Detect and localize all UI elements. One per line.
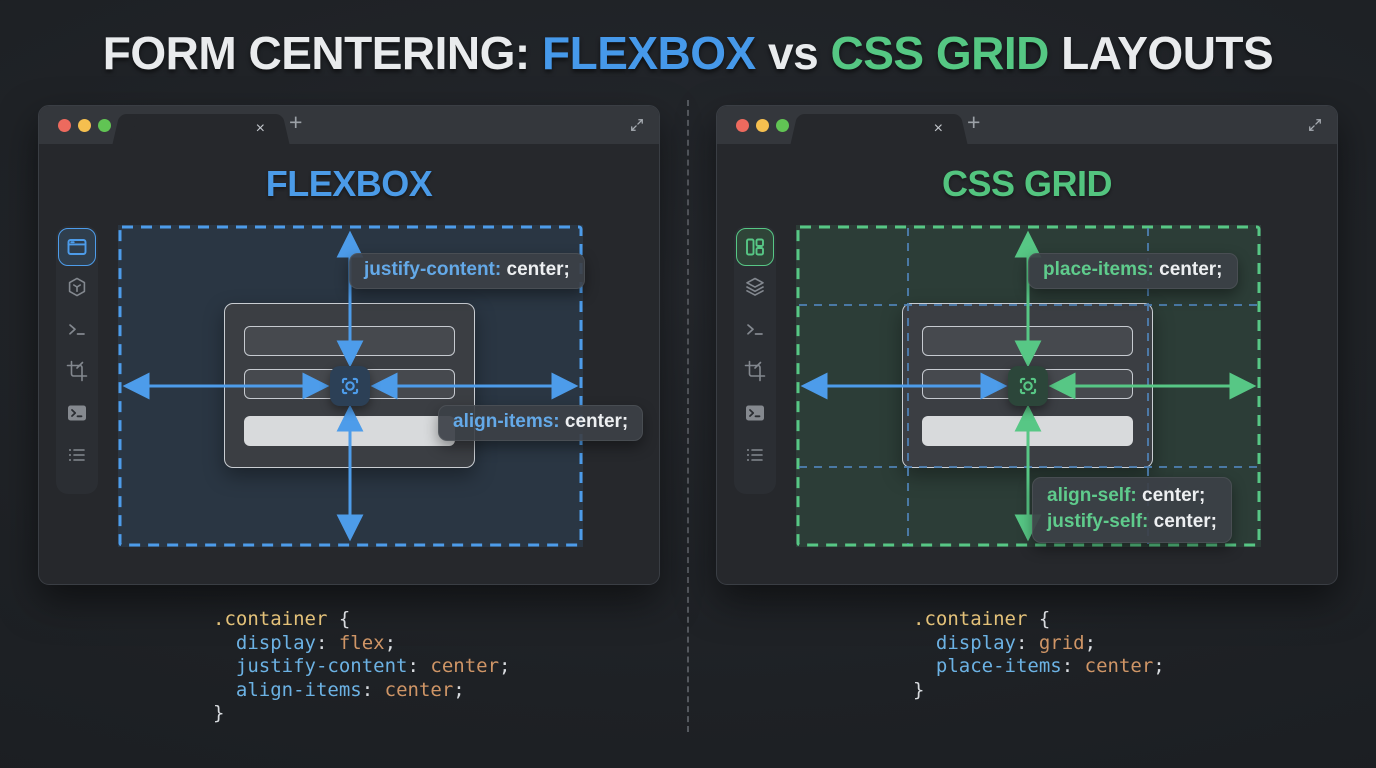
terminal-icon[interactable]: [65, 317, 89, 341]
browser-window-icon[interactable]: [58, 228, 96, 266]
title-prefix: FORM CENTERING:: [102, 27, 542, 79]
self-alignment-label: align-self: center; justify-self: center…: [1032, 477, 1232, 543]
flexbox-code-snippet: .container { display: flex; justify-cont…: [213, 608, 511, 725]
minimize-window-button[interactable]: [78, 118, 91, 132]
zoom-window-button[interactable]: [98, 118, 111, 132]
focus-center-icon: [330, 366, 370, 406]
grid-code-snippet: .container { display: grid; place-items:…: [913, 608, 1165, 701]
terminal-filled-icon[interactable]: [743, 401, 767, 425]
expand-icon[interactable]: [628, 116, 646, 134]
grid-browser-window: × + CSS GRID: [716, 105, 1338, 585]
form-submit-button[interactable]: [922, 416, 1133, 446]
flexbox-titlebar: × +: [39, 106, 659, 144]
title-vs: vs: [755, 27, 831, 79]
title-flexbox: FLEXBOX: [542, 27, 756, 79]
grid-sidebar: [734, 226, 776, 494]
property-name: align-items:: [453, 411, 560, 432]
grid-heading: CSS GRID: [941, 163, 1113, 204]
new-tab-button[interactable]: +: [289, 109, 303, 135]
page-title: FORM CENTERING: FLEXBOX vs CSS GRID LAYO…: [0, 26, 1376, 80]
flexbox-browser-window: × + FLEXBOX: [38, 105, 660, 585]
layers-icon[interactable]: [743, 275, 767, 299]
place-items-label: place-items: center;: [1028, 253, 1238, 289]
crop-icon[interactable]: [65, 359, 89, 383]
dashboard-icon[interactable]: [736, 228, 774, 266]
zoom-window-button[interactable]: [776, 118, 789, 132]
grid-titlebar: × +: [717, 106, 1337, 144]
align-items-label: align-items: center;: [438, 405, 644, 441]
expand-icon[interactable]: [1306, 116, 1324, 134]
center-divider: [687, 100, 689, 732]
traffic-lights: [736, 118, 789, 132]
cube-icon[interactable]: [65, 275, 89, 299]
align-self-line: align-self: center;: [1047, 485, 1206, 506]
flexbox-heading: FLEXBOX: [265, 163, 433, 204]
tab-close-icon[interactable]: ×: [255, 120, 265, 137]
crop-icon[interactable]: [743, 359, 767, 383]
flexbox-sidebar: [56, 226, 98, 494]
traffic-lights: [58, 118, 111, 132]
tab-close-icon[interactable]: ×: [933, 120, 943, 137]
terminal-filled-icon[interactable]: [65, 401, 89, 425]
flexbox-dashed-border: [118, 225, 583, 547]
justify-content-label: justify-content: center;: [349, 253, 585, 289]
title-suffix: LAYOUTS: [1048, 27, 1274, 79]
property-name: place-items:: [1043, 259, 1154, 280]
justify-self-line: justify-self: center;: [1047, 511, 1217, 532]
browser-tab[interactable]: ×: [125, 114, 277, 144]
grid-dashed-border: [796, 225, 1261, 547]
form-submit-button[interactable]: [244, 416, 455, 446]
form-input-field[interactable]: [244, 326, 455, 356]
terminal-icon[interactable]: [743, 317, 767, 341]
form-input-field[interactable]: [922, 326, 1133, 356]
minimize-window-button[interactable]: [756, 118, 769, 132]
browser-tab[interactable]: ×: [803, 114, 955, 144]
close-window-button[interactable]: [736, 118, 749, 132]
focus-center-icon: [1008, 366, 1048, 406]
title-grid: CSS GRID: [830, 27, 1049, 79]
list-icon[interactable]: [65, 443, 89, 467]
new-tab-button[interactable]: +: [967, 109, 981, 135]
close-window-button[interactable]: [58, 118, 71, 132]
list-icon[interactable]: [743, 443, 767, 467]
property-name: justify-content:: [364, 259, 502, 280]
